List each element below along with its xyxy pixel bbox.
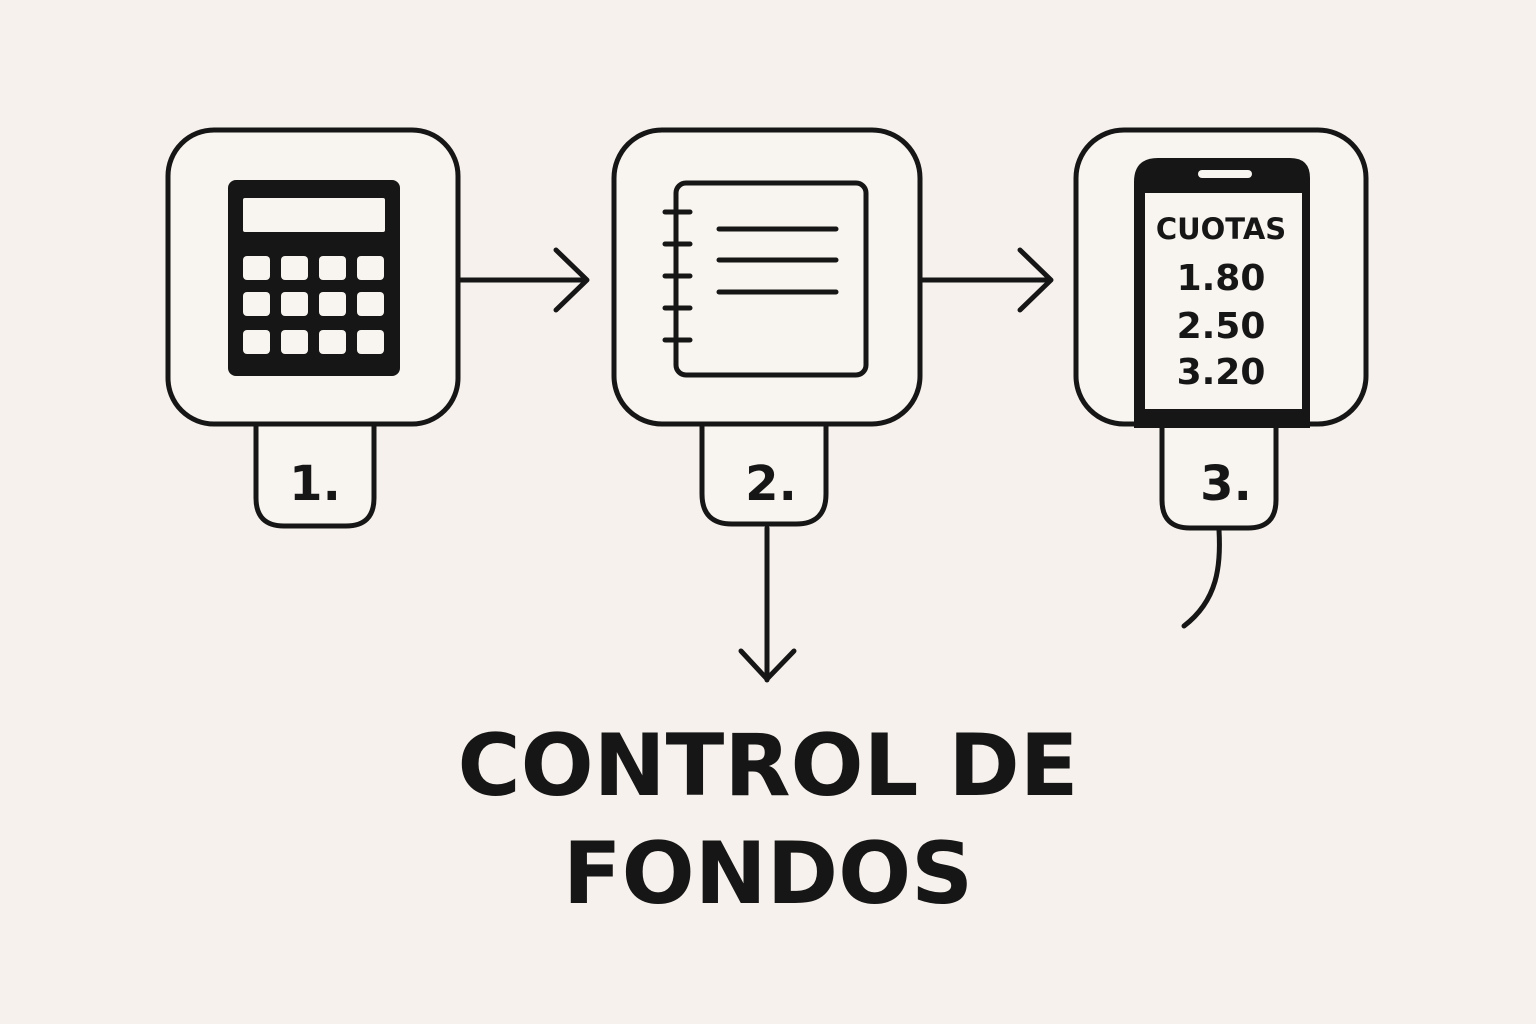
phone-screen-value-2: 2.50 [1177, 306, 1266, 347]
cable-line [1181, 527, 1222, 629]
arrow-right-icon [917, 247, 1054, 313]
title-line-2: FONDOS [562, 824, 974, 924]
step-3-tab [1159, 417, 1279, 531]
step-1: 1. [165, 127, 461, 529]
title-line-1: CONTROL DE [457, 716, 1079, 816]
arrow-down-icon [738, 525, 797, 683]
step-2-card [611, 127, 923, 427]
step-2: 2. [611, 127, 923, 527]
arrow-right-icon [455, 247, 590, 313]
step-2-tab [699, 417, 829, 527]
step-2-number: 2. [745, 456, 797, 512]
step-1-number: 1. [289, 456, 341, 512]
phone-screen-heading: CUOTAS [1156, 212, 1286, 246]
notebook-icon [662, 180, 869, 378]
diagram-title: CONTROL DE FONDOS [300, 712, 1236, 928]
step-3: 3. CUOTAS 1.80 2.50 3.20 [1073, 127, 1369, 531]
step-1-tab [253, 417, 377, 529]
smartphone-icon [1134, 158, 1310, 428]
step-3-number: 3. [1200, 456, 1252, 512]
phone-screen-value-1: 1.80 [1177, 258, 1266, 299]
phone-screen-value-3: 3.20 [1177, 352, 1266, 393]
calculator-icon [228, 180, 400, 376]
